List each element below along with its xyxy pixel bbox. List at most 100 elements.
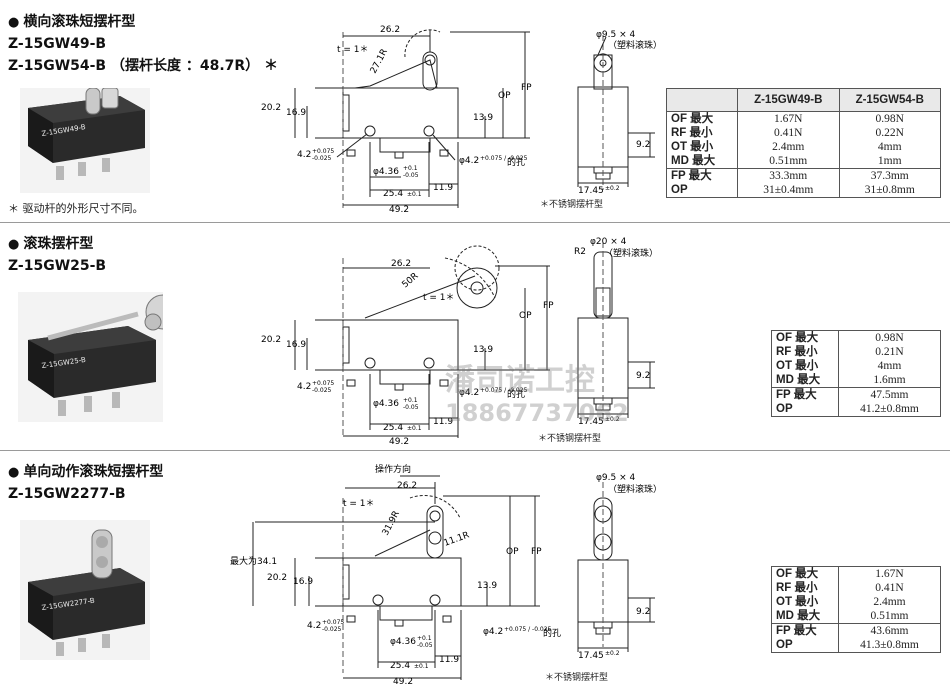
dim-fp: FP — [543, 301, 554, 311]
dim-width: 17.45 — [578, 186, 604, 196]
svg-text:+0.075: +0.075 — [312, 148, 334, 155]
svg-text:+0.1: +0.1 — [417, 635, 432, 642]
product-photo: Z-15GW49-B — [20, 87, 150, 193]
dim-h1: 20.2 — [261, 335, 281, 345]
svg-text:±0.2: ±0.2 — [605, 416, 620, 423]
dim-total: 49.2 — [389, 205, 409, 215]
svg-text:+0.1: +0.1 — [403, 165, 418, 172]
dim-radius2: 11.1R — [443, 530, 471, 548]
dim-fp: FP — [521, 83, 532, 93]
dim-hole-right: φ4.2 — [459, 156, 479, 166]
svg-text:的孔: 的孔 — [543, 627, 561, 639]
svg-text:±0.2: ±0.2 — [605, 185, 620, 192]
dim-radius: 27.1R — [369, 47, 390, 75]
dim-width: 17.45 — [578, 417, 604, 427]
svg-text:+0.075 / -0.025: +0.075 / -0.025 — [480, 155, 528, 162]
dim-op: OP — [519, 311, 532, 321]
svg-text:±0.1: ±0.1 — [407, 191, 422, 198]
dim-width: 17.45 — [578, 651, 604, 661]
section1-title: ●横向滚珠短摆杆型 Z-15GW49-B Z-15GW54-B （摆杆长度 ：4… — [8, 14, 279, 74]
svg-text:-0.05: -0.05 — [403, 172, 419, 179]
svg-text:（塑料滚珠）: （塑料滚珠） — [608, 483, 662, 495]
svg-text:（塑料滚珠）: （塑料滚珠） — [608, 39, 662, 51]
section2-side-drawing: 26.2 t = 1＊ 50R 20.2 16.9 13.9 OP FP 4.2… — [261, 245, 554, 447]
dim-pitch: 25.4 — [383, 423, 403, 433]
svg-text:±0.2: ±0.2 — [605, 650, 620, 657]
dim-radius: 50R — [401, 271, 421, 290]
section1-note: ＊ 驱动杆的外形尺寸不同。 — [8, 202, 144, 215]
section1-front-drawing: φ9.5 × 4 （塑料滚珠） 9.2 17.45 ±0.2 — [577, 30, 662, 196]
dim-right-offset: 11.9 — [433, 183, 453, 193]
dim-fp: FP — [531, 547, 542, 557]
dim-roller: φ9.5 × 4 — [596, 30, 636, 40]
dim-r2: R2 — [574, 247, 586, 257]
section3-front-drawing: φ9.5 × 4 （塑料滚珠） 9.2 17.45 ±0.2 — [577, 473, 662, 661]
dim-height: 9.2 — [636, 371, 650, 381]
dim-h2: 16.9 — [293, 577, 313, 587]
dim-hole-left: 4.2 — [297, 150, 311, 160]
section3-title: ●单向动作滚珠短摆杆型 Z-15GW2277-B — [8, 464, 164, 502]
section2-steel-note: ＊不锈钢摆杆型 — [538, 434, 602, 444]
section-divider — [0, 450, 950, 451]
svg-text:的孔: 的孔 — [507, 156, 525, 168]
svg-text:-0.025: -0.025 — [312, 387, 332, 394]
dim-total: 49.2 — [393, 677, 413, 685]
dim-h2: 16.9 — [286, 108, 306, 118]
dim-t: t = 1＊ — [337, 45, 369, 55]
dim-hole-right: φ4.2 — [459, 388, 479, 398]
dim-height: 9.2 — [636, 140, 650, 150]
dim-h3: 13.9 — [473, 113, 493, 123]
svg-text:（塑料滚珠）: （塑料滚珠） — [604, 247, 658, 259]
dim-h3: 13.9 — [477, 581, 497, 591]
dim-h3: 13.9 — [473, 345, 493, 355]
dim-max-height: 最大为34.1 — [230, 555, 277, 567]
section1-steel-note: ＊不锈钢摆杆型 — [540, 200, 604, 210]
svg-text:±0.1: ±0.1 — [414, 663, 429, 670]
section2-title: ●滚珠摆杆型 Z-15GW25-B — [8, 236, 107, 274]
dim-t: t = 1＊ — [343, 499, 375, 509]
table-col-header: Z-15GW49-B — [737, 88, 840, 112]
svg-text:+0.075 / -0.025: +0.075 / -0.025 — [480, 387, 528, 394]
watermark: 潘司诺工控 18867737062 — [445, 363, 629, 428]
product-photo: Z-15GW25-B — [18, 292, 181, 422]
svg-text:-0.05: -0.05 — [403, 404, 419, 411]
dim-hole-dia: φ4.36 — [373, 167, 399, 177]
product-photo: Z-15GW2277-B — [20, 520, 150, 660]
dim-total: 49.2 — [389, 437, 409, 447]
dim-hole-right: φ4.2 — [483, 627, 503, 637]
svg-text:+0.075 / -0.025: +0.075 / -0.025 — [504, 626, 552, 633]
dim-right-offset: 11.9 — [439, 655, 459, 665]
dim-h1: 20.2 — [261, 103, 281, 113]
dim-hole-dia: φ4.36 — [373, 399, 399, 409]
svg-text:-0.025: -0.025 — [312, 155, 332, 162]
dim-roller: φ9.5 × 4 — [596, 473, 636, 483]
dim-right-offset: 11.9 — [433, 417, 453, 427]
dim-h1: 20.2 — [267, 573, 287, 583]
svg-text:+0.075: +0.075 — [312, 380, 334, 387]
dim-hole-dia: φ4.36 — [390, 637, 416, 647]
dim-hole-left: 4.2 — [307, 621, 321, 631]
dim-t: t = 1＊ — [423, 293, 455, 303]
dim-top-width: 26.2 — [380, 25, 400, 35]
dim-op: OP — [498, 91, 511, 101]
dim-top-width: 26.2 — [397, 481, 417, 491]
svg-text:-0.025: -0.025 — [322, 626, 342, 633]
svg-text:+0.075: +0.075 — [322, 619, 344, 626]
svg-text:±0.1: ±0.1 — [407, 425, 422, 432]
section2-front-drawing: φ20 × 4 （塑料滚珠） R2 9.2 17.45 ±0.2 — [574, 237, 658, 427]
